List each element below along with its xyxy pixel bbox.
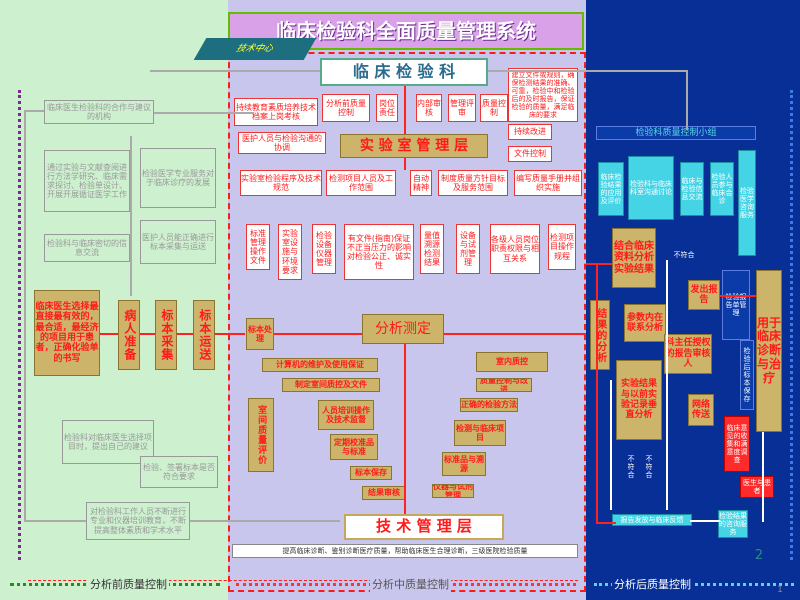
- banner-ribbon: 技术中心: [193, 38, 317, 60]
- method-research-box: 通过实验与文献查阅进行方法学研究、临床需求探讨、检验单设计、开展开展循证医学工作: [44, 150, 130, 212]
- qc-staff-training: 人员培训操作及技术监督: [318, 400, 374, 430]
- post-qc-group: 检验科质量控制小组: [596, 126, 756, 140]
- col-traceability: 量值溯源检测结果: [420, 224, 444, 274]
- training-box: 对检验科工作人员不断进行专业和仪器培训教育，不断提高整体素质和学术水平: [86, 502, 190, 540]
- network-transfer: 网络传送: [688, 394, 714, 426]
- cyan-long: 报告发放与临床反馈: [612, 514, 692, 526]
- notok-label-2: 不符合: [627, 455, 636, 479]
- mgmt-scope: 检测项目人员及工作范围: [326, 170, 396, 196]
- qc-storage: 标本保存: [350, 466, 392, 480]
- param-analysis: 参数内在联系分析: [624, 304, 666, 342]
- analysis-node: 分析测定: [362, 314, 444, 344]
- mgmt-qc: 质量控制: [480, 94, 508, 122]
- inspect-box: 检验、签署标本是否符合要求: [140, 456, 218, 488]
- result-analysis: 结果的分析: [590, 300, 610, 370]
- feedback-box-top: 临床医生检验科的合作与建议的机构: [44, 100, 154, 124]
- cyan-box-3: 临床与检验信息交流: [680, 162, 704, 216]
- dk-report-mgmt: 检验报告单管理: [722, 270, 750, 340]
- suggest-box: 检验科对临床医生选择项目时，提出自己的建议: [62, 420, 154, 464]
- qc-method: 正确的检验方法: [460, 398, 518, 412]
- tech-layer: 技 术 管 理 层: [344, 514, 504, 540]
- footer-post-label: 分析后质量控制: [612, 576, 693, 592]
- doc-control: 文件控制: [508, 146, 552, 162]
- mgmt-pre-qc: 分析前质量控制: [322, 94, 370, 122]
- vertical-analysis: 实验结果与以前实验记录垂直分析: [616, 360, 662, 440]
- qc-eqa-doc: 制定室间质控及文件: [282, 378, 380, 392]
- report-auditor: 科主任授权的报告审核人: [664, 334, 712, 374]
- mgmt-duty: 岗位责任: [376, 94, 398, 122]
- issue-report: 发出报告: [688, 280, 720, 310]
- patient-prep-box: 病人准备: [118, 300, 140, 370]
- qc-improve: 质量控制与改进: [476, 378, 532, 392]
- cyan-box-2: 检验科与临床科室沟通讨论: [628, 156, 674, 220]
- bottom-divider: [28, 580, 578, 581]
- continuous-improve: 持续改进: [508, 124, 552, 140]
- col-sop: 标准管理操作文件: [246, 224, 270, 270]
- page-number: 1: [777, 584, 783, 595]
- mgmt-review: 管理评审: [448, 94, 476, 122]
- management-layer: 实 验 室 管 理 层: [340, 134, 488, 158]
- qc-clinical: 检测与临床项目: [454, 420, 506, 446]
- mgmt-coord: 医护人员与检验沟通的协调: [238, 132, 326, 154]
- footer-mid-label: 分析中质量控制: [370, 576, 451, 592]
- right-dotted-marker: [790, 90, 793, 560]
- specimen-collect-box: 标本采集: [155, 300, 177, 370]
- col-equipment: 检验设备仪器管理: [312, 224, 336, 274]
- left-dotted-marker: [18, 90, 21, 560]
- qc-standard: 标准品与溯源: [442, 452, 486, 476]
- doctor-patient: 医生与患者: [740, 476, 774, 498]
- specimen-guide-box: 医护人员能正确进行标本采集与运送: [140, 220, 216, 264]
- qc-result-review: 结果审核: [362, 486, 406, 500]
- col-procedure: 检测项目操作规程: [548, 224, 576, 270]
- specimen-transport-box: 标本运送: [193, 300, 215, 370]
- col-facility: 实验室设施与环境要求: [278, 224, 302, 280]
- mgmt-policy: 制度质量方针目标及服务范围: [438, 170, 508, 196]
- qc-eqa: 室间质量评价: [248, 398, 274, 472]
- clinic-comm-box: 检验科与临床密切的信息交流: [44, 234, 130, 262]
- qc-instrument: 仪器与试剂管理: [432, 484, 474, 498]
- consult-box: 检验结果的咨询服务: [718, 510, 748, 538]
- mgmt-training: 持续教育素质培养技术档案上岗考核: [234, 98, 318, 126]
- mgmt-procedure: 实验室检验程序及技术规范: [240, 170, 322, 196]
- qc-computer: 计算机的维护及使用保证: [262, 358, 378, 372]
- cyan-box-4: 检验人员参与临床会诊: [710, 162, 734, 216]
- col-fairness: 有文件(指南)保证不正当压力的影响对检验公正、诚实性: [344, 224, 414, 280]
- footer-pre-label: 分析前质量控制: [88, 576, 169, 592]
- page-title: 临床检验科全面质量管理系统: [228, 12, 584, 50]
- col-roles: 各级人员岗位职责权限与相互关系: [490, 224, 540, 274]
- cyan-box-1: 临床检验结果的应用及评价: [598, 162, 624, 216]
- lab-service-box: 检验医学专业服务对于临床诊疗的发展: [140, 148, 216, 208]
- clinical-analysis: 结合临床资料分析实验结果: [612, 228, 656, 288]
- bottom-note: 提高临床诊断、鉴别诊断医疗质量，帮助临床医生合理诊断，三级医院检验质量: [232, 544, 578, 558]
- feedback-survey: 临床意见的收集和满意度调查: [724, 416, 750, 472]
- notok-label-3: 不符合: [645, 455, 654, 479]
- specimen-process: 标本处理: [246, 318, 274, 350]
- cyan-box-5: 检验医学咨询服务: [738, 150, 756, 256]
- mgmt-spirit: 自动精神: [410, 170, 432, 196]
- clinical-use: 用于临床诊断与治疗: [756, 270, 782, 432]
- col-reagent: 设备与试剂管理: [456, 224, 480, 274]
- notok-label-1: 不符合: [673, 250, 695, 259]
- mgmt-manual: 编写质量手册并组织实施: [514, 170, 582, 196]
- mgmt-audit: 内部审核: [416, 94, 442, 122]
- doctor-selection-box: 临床医生选择最直接最有效的，最合适，最经济的项目用于患者，正确化验单的书写: [34, 290, 100, 376]
- slide-number: 2: [754, 548, 764, 563]
- qc-calibration: 定期校准品与标准: [330, 434, 378, 460]
- dk-specimen-save: 检验后标本保存: [740, 340, 754, 410]
- doc-rules-box: 建立文件或规则，确保检测结果的准确、可靠，检验中和检验后的及时报告，保证检验的质…: [508, 68, 578, 122]
- qc-iqc: 室内质控: [476, 352, 548, 372]
- lab-node: 临 床 检 验 科: [320, 58, 488, 86]
